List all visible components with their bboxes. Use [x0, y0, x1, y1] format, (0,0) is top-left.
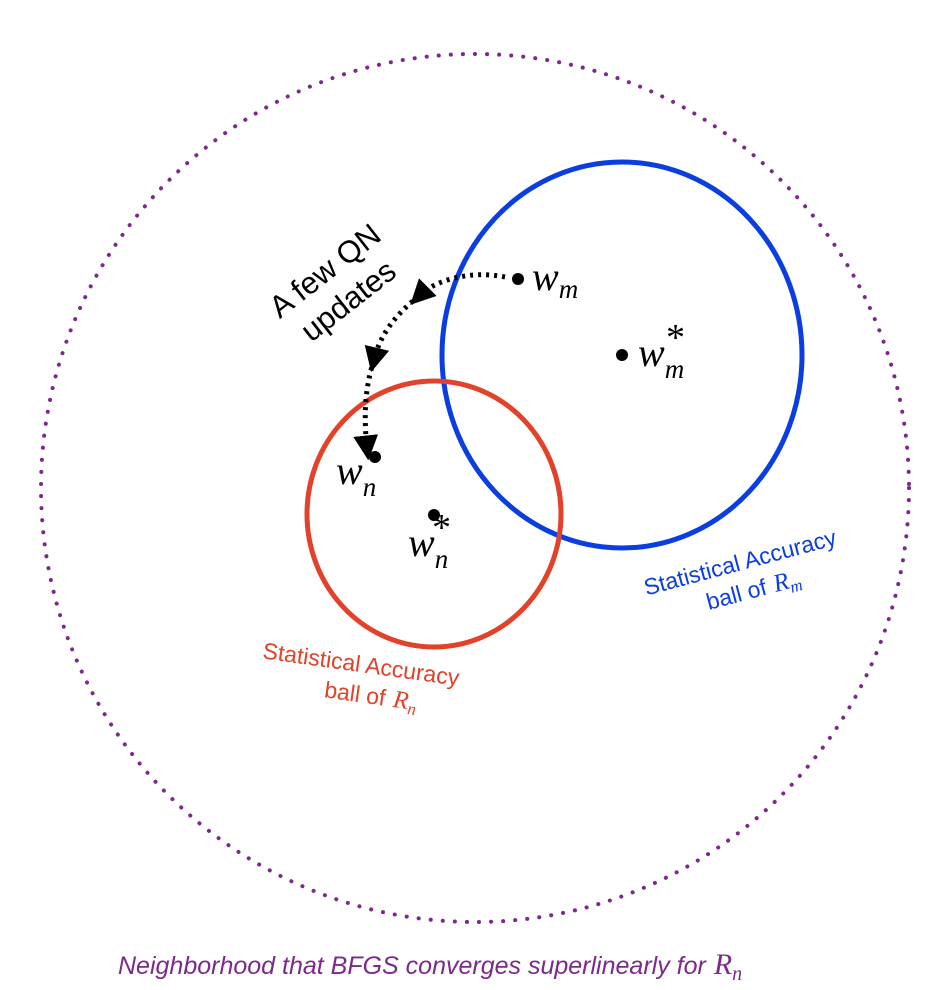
qn-update-path-end	[353, 359, 379, 461]
point-wm	[512, 273, 524, 285]
label-wn: wn	[336, 448, 376, 502]
point-wn	[369, 451, 381, 463]
neighborhood-caption: Neighborhood that BFGS converges superli…	[118, 948, 742, 985]
red-accuracy-ball	[304, 378, 564, 650]
label-wm-star: wm*	[638, 317, 684, 384]
qn-updates-label: A few QN updates	[263, 217, 403, 349]
qn-update-path-mid	[364, 294, 421, 373]
label-wn-star: wn*	[408, 507, 449, 574]
label-wm: wm	[532, 254, 578, 304]
blue-accuracy-ball	[439, 159, 805, 551]
neighborhood-circle	[39, 52, 911, 924]
point-wm-star	[616, 349, 628, 361]
qn-update-path	[410, 272, 506, 305]
point-wn-star	[428, 509, 440, 521]
